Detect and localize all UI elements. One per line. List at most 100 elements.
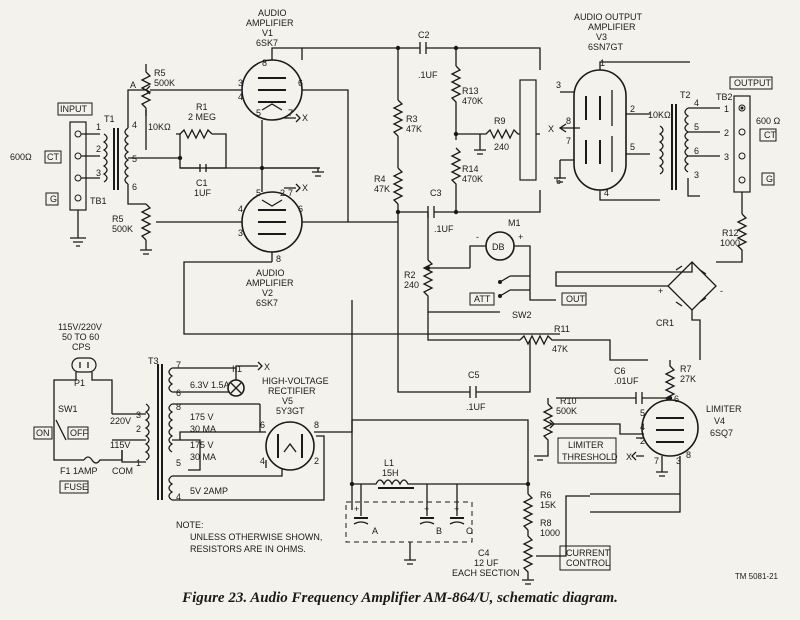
c1-label: C1 [196,178,208,188]
input-label-box [57,102,93,116]
t3-primary [144,403,150,461]
c6-capacitor [556,392,670,404]
v4-pin: 7 [654,456,659,466]
v4-ref: V4 [714,416,725,426]
m1-minus: - [476,232,479,242]
p1-pins [79,362,89,368]
r10-wiper [549,419,560,429]
v1-pin: 3 [238,78,243,88]
r13-value: 470K [462,96,483,106]
tb1-terminal [74,194,82,202]
r2-resistor [422,259,500,313]
r12-label: R12 [722,228,739,238]
v3-grid-wires [456,47,541,213]
fuse-label: FUSE [64,482,88,492]
v3-title2: AMPLIFIER [588,22,636,32]
v2-plate [261,199,283,262]
att-box [469,292,495,306]
t3-core [157,364,163,500]
input-ground [70,210,86,247]
v3-heater [558,123,580,133]
v5-filament [283,442,297,453]
r12-value: 1000 [720,238,740,248]
r3-label: R3 [406,114,418,124]
v2-x: X [302,183,308,193]
v3-pin: 1 [600,58,605,68]
current-control-label2: CONTROL [566,558,610,568]
input-ct-box [44,150,62,164]
r9-label: R9 [494,116,506,126]
output-label: OUTPUT [734,78,772,88]
v1-x: X [302,113,308,123]
att-label: ATT [474,294,491,304]
t2-pin: 3 [694,170,699,180]
r1-resistor [176,128,227,140]
cr1-wires [555,262,701,360]
v5-pin: 6 [260,420,265,430]
v4-pin: 8 [686,450,691,460]
r13-label: R13 [462,86,479,96]
v1-plate [261,47,303,111]
output-label-box [729,76,773,90]
c5-value: .1UF [466,402,486,412]
c5-label: C5 [468,370,480,380]
t2-core [671,104,677,190]
v4-tube [641,399,699,457]
limiter-threshold-box [557,437,617,464]
tb2-terminal [738,128,746,136]
c1-value: 1UF [194,188,212,198]
v2-pin: 2 [280,188,285,198]
r9-value: 240 [494,142,509,152]
t3-pin: 8 [176,402,181,412]
r8-resistor [522,530,534,585]
v4-pin: 5 [640,408,645,418]
r10-wires [547,398,636,435]
cr1-minus: - [720,286,723,296]
input-impedance: 600Ω [10,152,32,162]
r2-leads [427,212,470,269]
tm-number: TM 5081-21 [734,572,778,581]
sw1-on-box [33,426,53,440]
v3-pin: 3 [556,80,561,90]
terminal-board-tb2 [733,95,751,193]
v1-title: AUDIO [258,8,287,18]
v2-pin: 4 [238,204,243,214]
m1-plus: + [518,232,523,242]
r5a-tap-label: A [130,80,136,90]
v3-cathode-ground [554,160,566,183]
r14-label: R14 [462,164,479,174]
p1-label: P1 [74,378,85,388]
input-label: INPUT [60,104,88,114]
t3-pin: 5 [176,458,181,468]
r1-value: 2 MEG [188,112,216,122]
bplus-bus [351,300,529,494]
v3-tube [573,69,627,191]
junction-dot [667,395,673,401]
fuse-box [59,480,89,494]
v2-wires [261,168,348,223]
v3-elements [585,96,601,164]
terminal-board-tb1 [69,121,87,211]
r7-resistor [664,360,676,404]
sw2-switch [499,268,556,301]
r8-wiper [536,494,681,557]
c4-section-a: A [372,526,378,536]
t3-pin: 7 [176,360,181,370]
output-g-box [761,172,775,186]
r13-resistor [450,65,462,140]
v1-pin: 8 [262,58,267,68]
t1-core [113,128,119,190]
v3-pin: 7 [566,136,571,146]
r2-label: R2 [404,270,416,280]
t3-220v: 220V [110,416,131,426]
r10-label: R10 [560,396,577,406]
t3-com: COM [112,466,133,476]
input-g-label: G [50,194,57,204]
limiter-threshold-label: LIMITER [568,440,604,450]
junction-dot [740,106,744,110]
output-ct-box [759,128,777,142]
tb2-pin: 1 [724,104,729,114]
tb2-terminal [738,176,746,184]
r9-resistor [456,128,540,140]
c3-value: .1UF [434,224,454,234]
